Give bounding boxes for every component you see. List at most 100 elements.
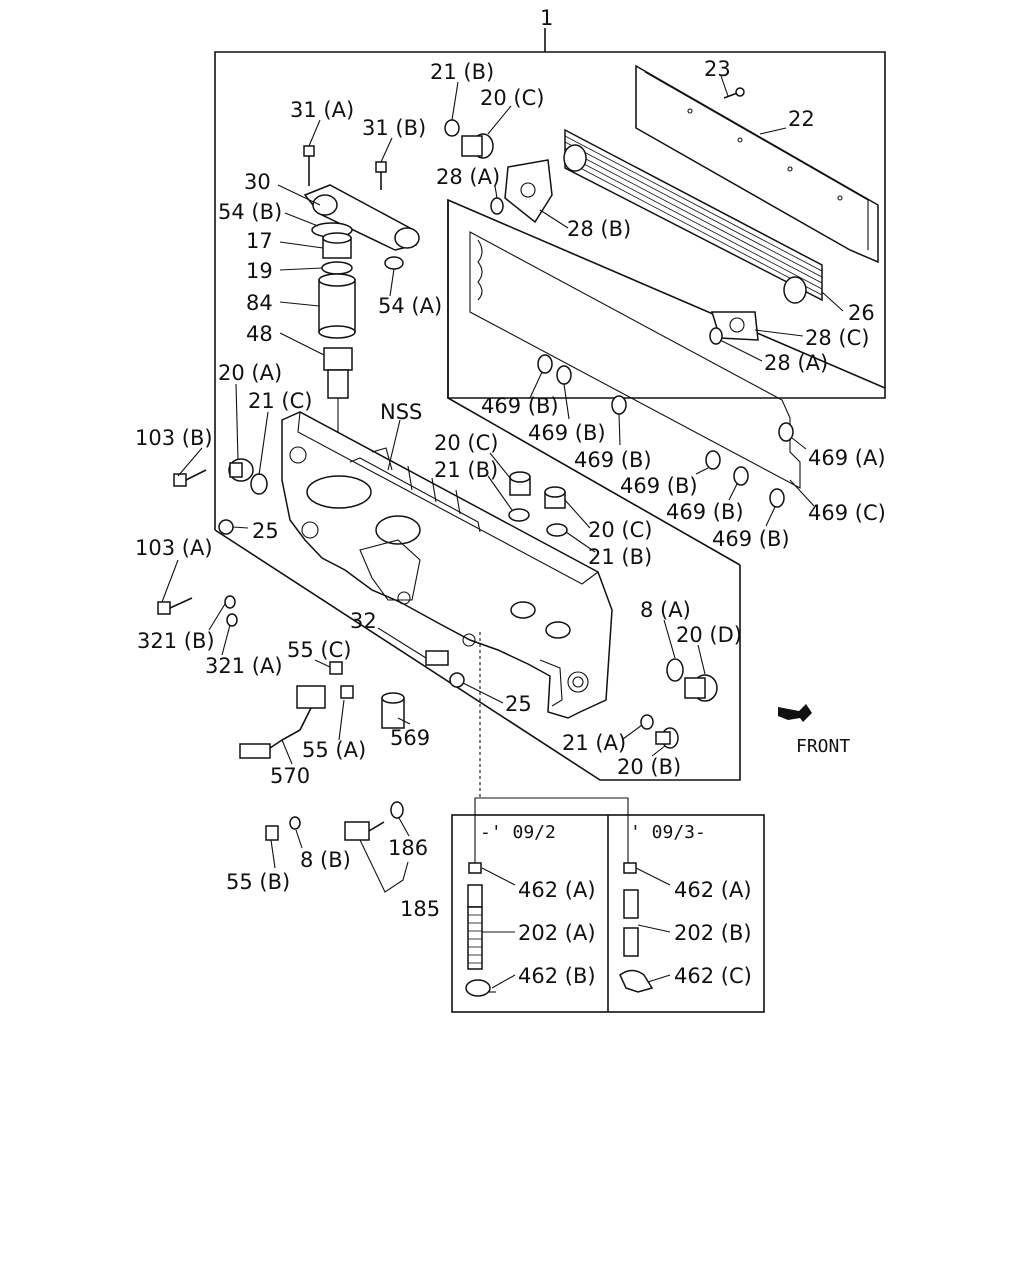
plug-20b: [655, 727, 679, 749]
sensor-570: [239, 685, 326, 759]
plug-20c-mid-b: [544, 486, 566, 509]
callout: 32: [350, 609, 377, 633]
callout: 21 (A): [562, 731, 626, 755]
washer-321b: [224, 595, 236, 609]
callout: 55 (C): [287, 638, 351, 662]
callout: 462 (A): [518, 878, 596, 902]
variant-box: [451, 814, 765, 1013]
oil-cooler-cover-plate: [635, 64, 879, 264]
assembly-frame: [214, 28, 886, 781]
callout: 462 (A): [674, 878, 752, 902]
callout: 21 (B): [430, 60, 494, 84]
callout: 469 (B): [574, 448, 652, 472]
callout: 17: [246, 229, 273, 253]
assembly-number: 1: [540, 6, 553, 30]
callout: 28 (A): [764, 351, 828, 375]
callout: 462 (C): [674, 964, 752, 988]
o-ring-8a: [666, 658, 684, 682]
callout: 55 (A): [302, 738, 366, 762]
o-ring-186: [390, 801, 404, 819]
filter-element-17: [322, 232, 352, 259]
bolt-25-right: [449, 672, 465, 688]
leader-lines: [161, 75, 844, 989]
bolt-55c: [329, 661, 343, 675]
callout: 202 (A): [518, 921, 596, 945]
callout: 8 (A): [640, 598, 691, 622]
plug-20c-mid-a: [509, 471, 531, 496]
bolt-55b: [265, 825, 279, 841]
callout: 469 (B): [481, 394, 559, 418]
bolt-31a: [303, 145, 315, 186]
filter-element-84: [318, 273, 356, 339]
washer-8b: [289, 816, 301, 830]
o-ring-21b-mid-b: [546, 523, 568, 537]
clip-462b: [465, 979, 496, 997]
plug-20d: [684, 674, 718, 702]
callout: 20 (C): [434, 431, 498, 455]
callout: 31 (B): [362, 116, 426, 140]
callout: 469 (B): [666, 500, 744, 524]
callout: 185: [400, 897, 440, 921]
callout: 186: [388, 836, 428, 860]
oil-pump-housing: [281, 411, 613, 719]
callout: 23: [704, 57, 731, 81]
o-ring-19: [321, 261, 353, 275]
oil-cooler-bolt-23: [723, 87, 745, 99]
front-label: FRONT: [796, 736, 850, 757]
o-ring-21a: [640, 714, 654, 730]
bolt-31b: [375, 161, 387, 190]
bolt-103b: [173, 469, 207, 487]
sensor-185: [344, 821, 385, 841]
gasket-28b: [504, 159, 553, 224]
o-rings-469: [537, 354, 794, 508]
pipe-202a: [467, 884, 483, 970]
callout: 48: [246, 322, 273, 346]
callout: 21 (C): [248, 389, 312, 413]
oil-cooler-element: [563, 128, 823, 304]
o-ring-54a: [384, 256, 404, 270]
callout: 25: [252, 519, 279, 543]
callout: 21 (B): [588, 545, 652, 569]
callout: 84: [246, 291, 273, 315]
variant-label-left: -' 09/2: [480, 822, 556, 843]
bolt-103a: [157, 597, 193, 615]
callout: 54 (B): [218, 200, 282, 224]
bolt-25-left: [218, 519, 234, 535]
callout: 469 (C): [808, 501, 886, 525]
callout: 8 (B): [300, 848, 351, 872]
plug-20c-top: [461, 133, 494, 159]
callout: 462 (B): [518, 964, 596, 988]
o-ring-28a-lower: [709, 327, 723, 345]
bolt-32: [425, 650, 449, 666]
callout: 20 (A): [218, 361, 282, 385]
callout: 469 (B): [620, 474, 698, 498]
nut-462a-left: [468, 862, 482, 874]
washer-321a: [226, 613, 238, 627]
o-ring-21c: [250, 473, 268, 495]
callout: NSS: [380, 400, 422, 424]
oil-cooler-frame: [447, 200, 741, 566]
callout: 20 (B): [617, 755, 681, 779]
callout: 202 (B): [674, 921, 752, 945]
o-ring-21b-top: [444, 119, 460, 137]
nut-462a-right: [623, 862, 637, 874]
callout: 569: [390, 726, 430, 750]
callout: 469 (A): [808, 446, 886, 470]
callout: 54 (A): [378, 294, 442, 318]
o-ring-28a-upper: [490, 197, 504, 215]
callout: 26: [848, 301, 875, 325]
callout: 321 (B): [137, 629, 215, 653]
callout: 103 (B): [135, 426, 213, 450]
callout: 28 (A): [436, 165, 500, 189]
callout: 28 (B): [567, 217, 631, 241]
oil-filter-housing-cap: [303, 184, 420, 251]
callout: 28 (C): [805, 326, 869, 350]
callout: 570: [270, 764, 310, 788]
clip-462c: [619, 969, 654, 993]
callout: 20 (C): [480, 86, 544, 110]
callout: 103 (A): [135, 536, 213, 560]
callout: 55 (B): [226, 870, 290, 894]
o-ring-21b-mid-a: [508, 508, 530, 522]
callout: 20 (D): [676, 623, 742, 647]
